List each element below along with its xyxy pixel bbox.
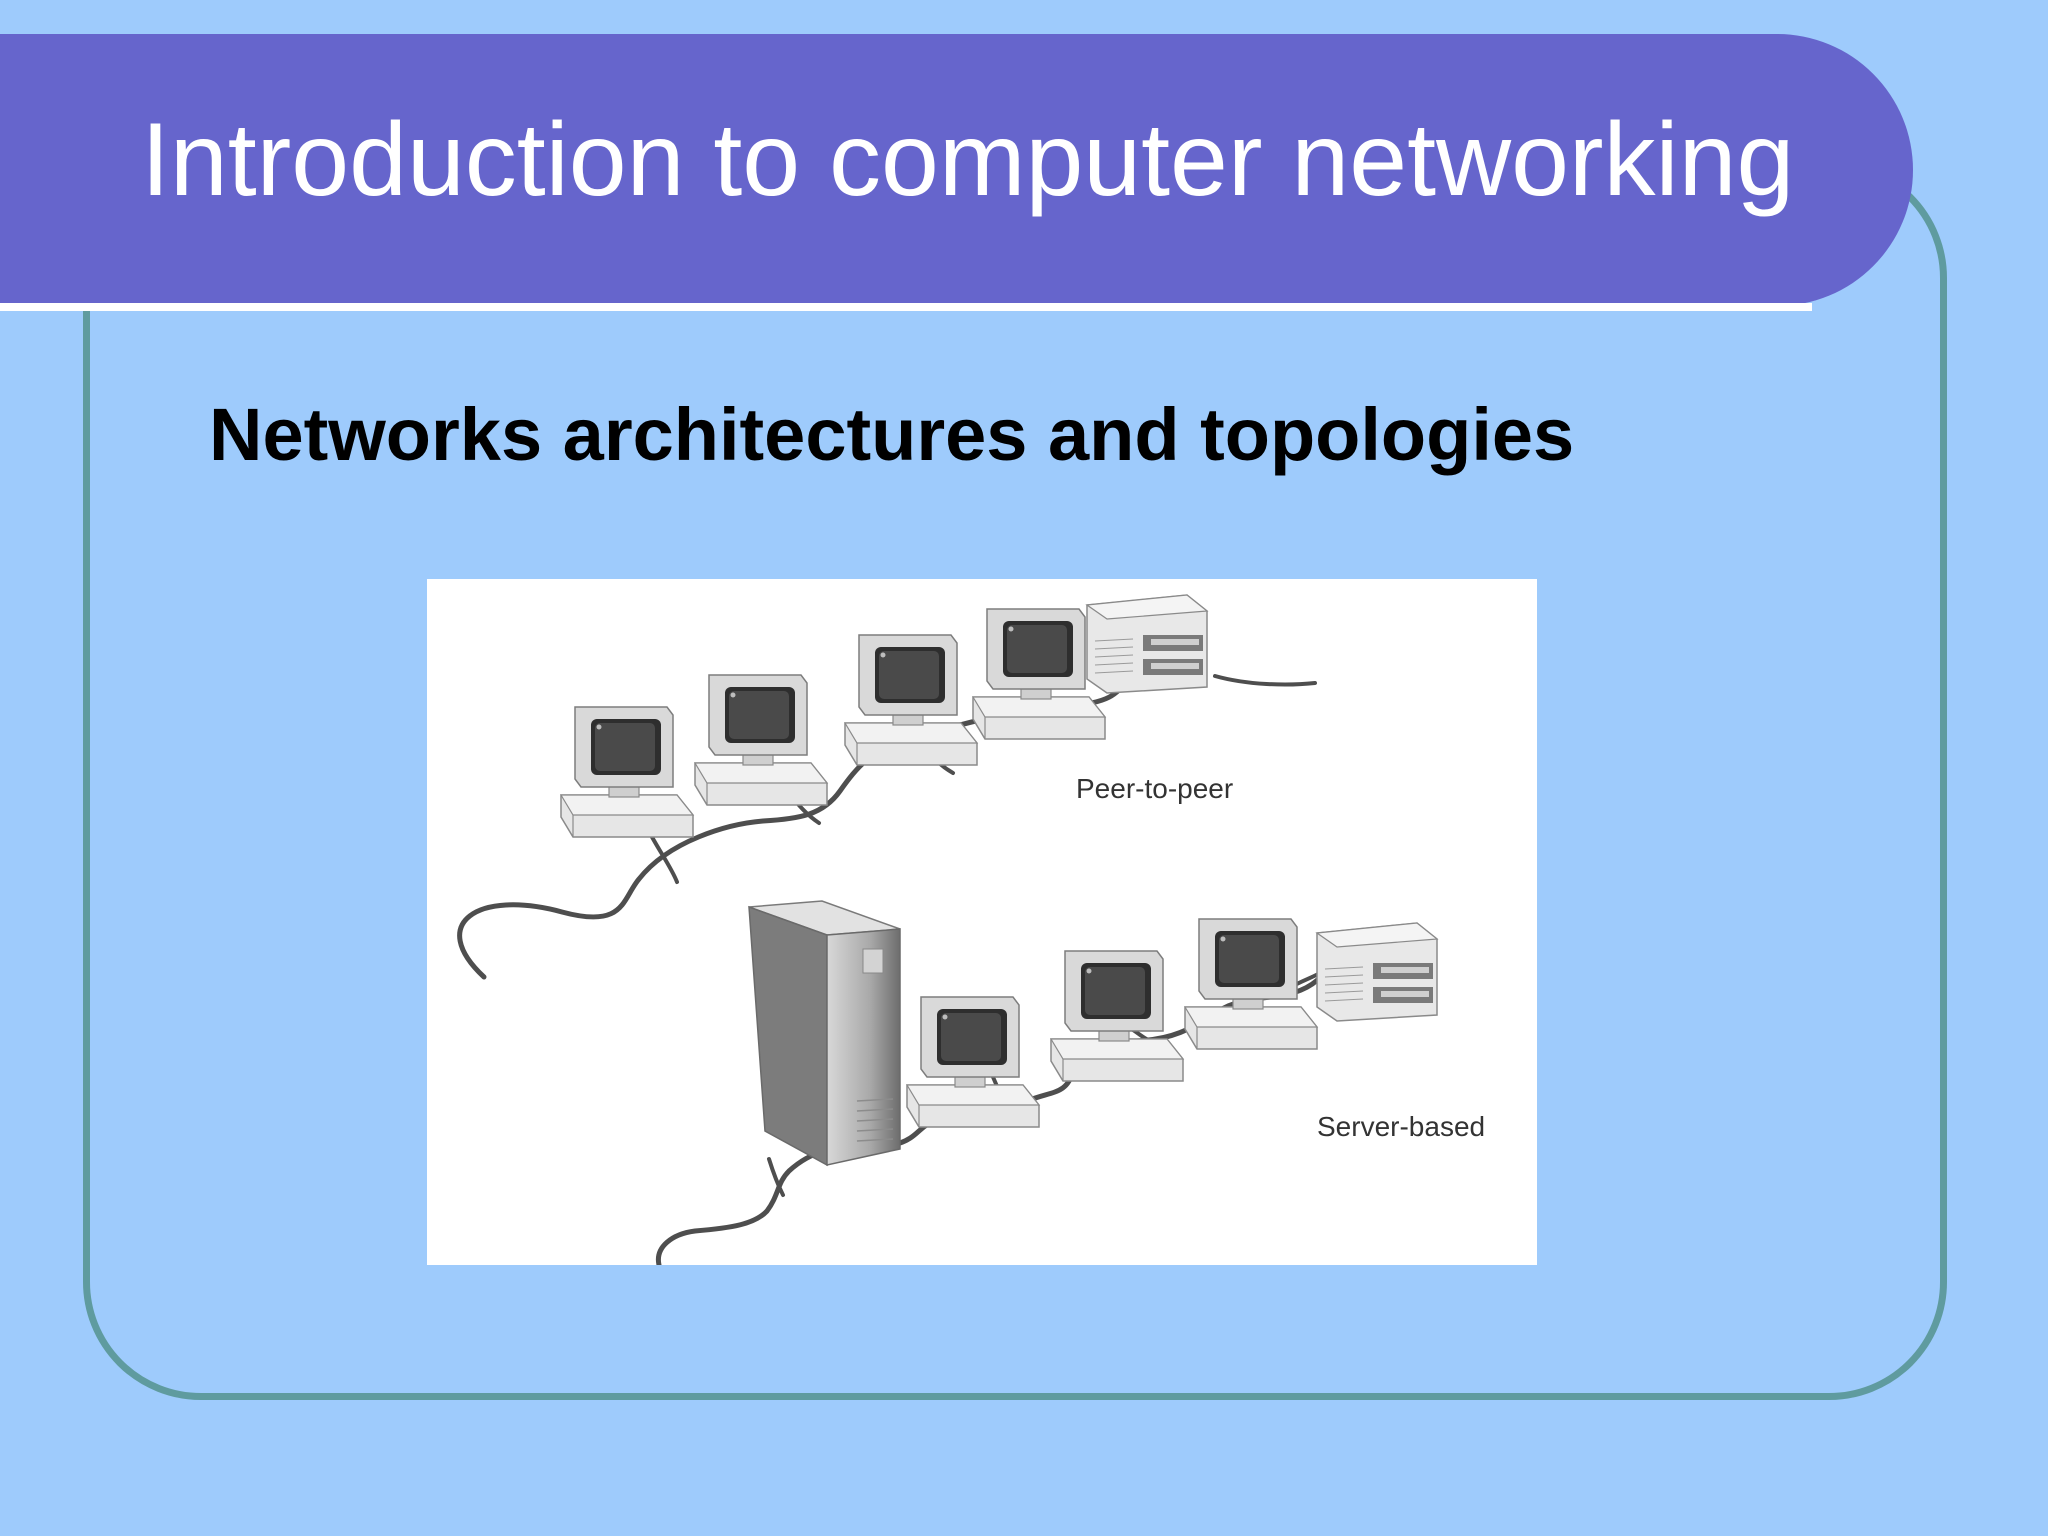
peer-computer-icon — [972, 608, 1106, 740]
peer-network-cable — [457, 648, 1190, 980]
peer-computer-icon — [844, 634, 978, 766]
server-printer-icon — [1316, 922, 1438, 1022]
network-diagram-illustration — [457, 594, 1438, 1265]
slide-subtitle: Networks architectures and topologies — [209, 393, 1575, 476]
title-band — [0, 34, 1913, 311]
peer-printer-icon — [1086, 594, 1208, 694]
peer-computer-icon — [694, 674, 828, 806]
peer-to-peer-label: Peer-to-peer — [1076, 773, 1234, 804]
server-icon — [748, 900, 901, 1167]
server-client-computer-icon — [1184, 918, 1318, 1050]
network-diagram: Peer-to-peer Server-based — [427, 579, 1537, 1265]
server-based-label: Server-based — [1317, 1111, 1486, 1142]
title-underline — [0, 303, 1812, 311]
peer-computer-icon — [560, 706, 694, 838]
server-client-computer-icon — [1050, 950, 1184, 1082]
slide-title: Introduction to computer networking — [141, 102, 1795, 218]
server-client-computer-icon — [906, 996, 1040, 1128]
